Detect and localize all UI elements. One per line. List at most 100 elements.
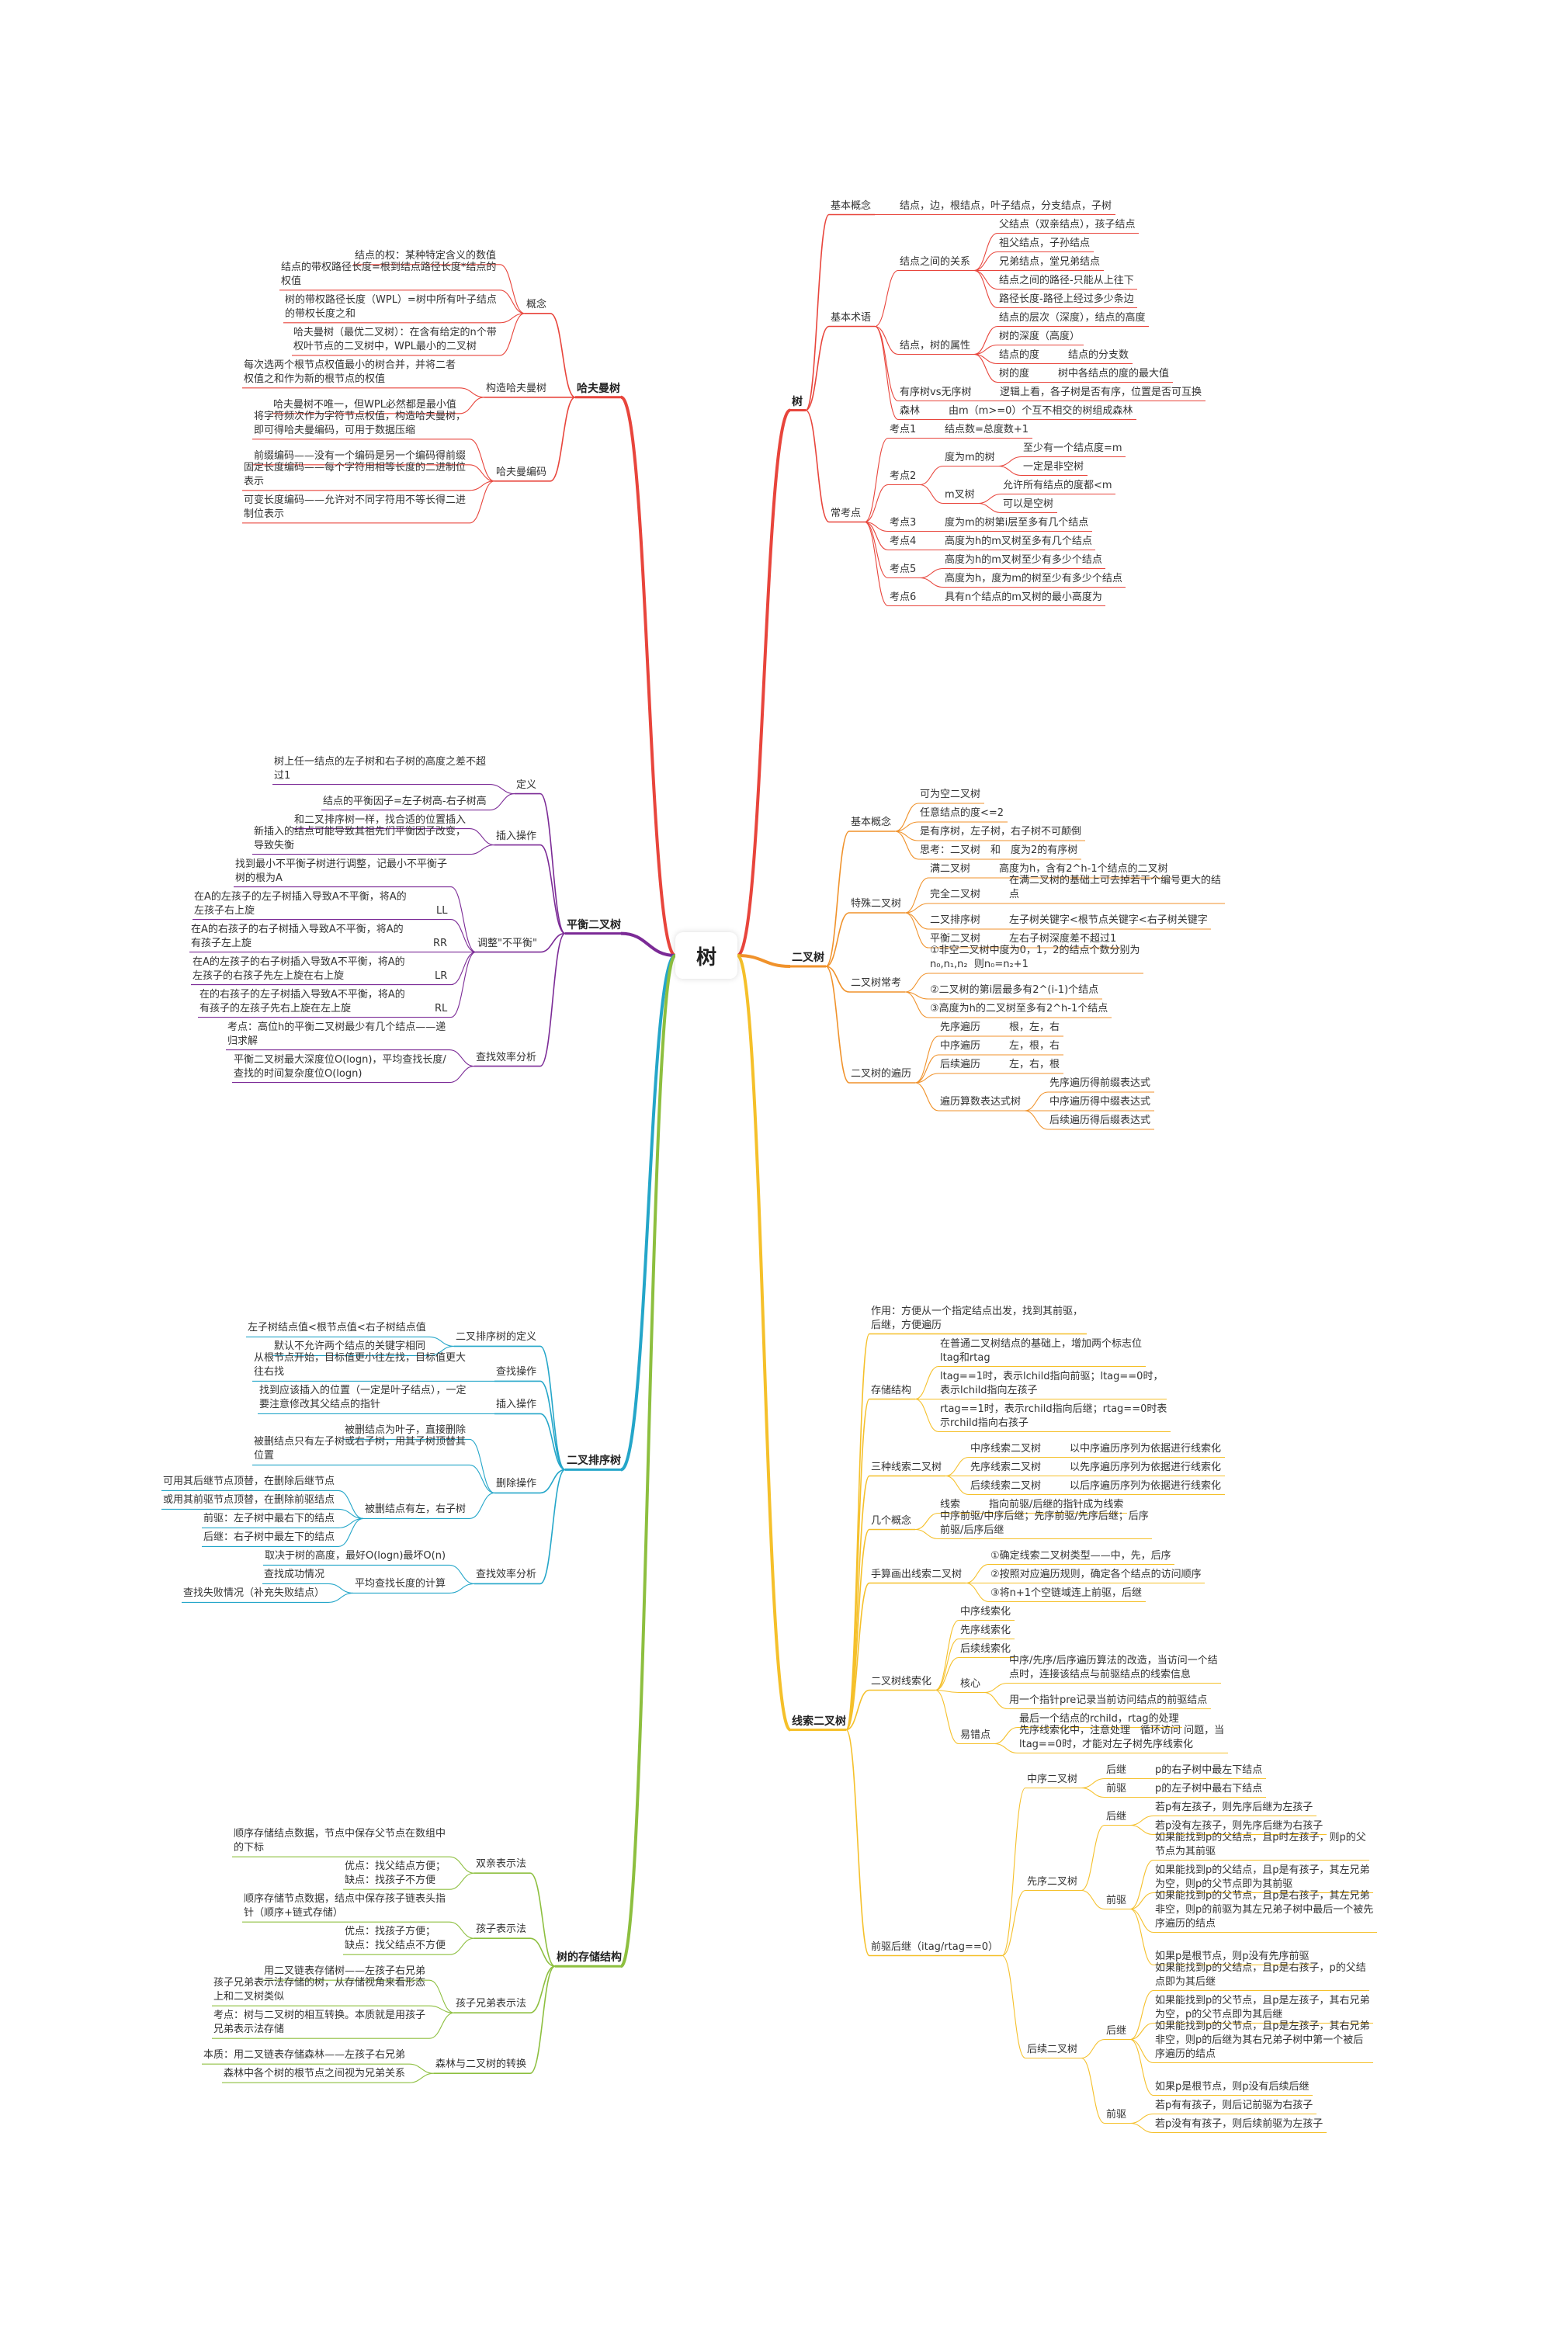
mindmap-node[interactable]: 优点：找父结点方便； 缺点：找孩子不方便 — [345, 1861, 446, 1887]
mindmap-node[interactable]: 指向前驱/后继的指针成为线索 — [989, 1498, 1124, 1510]
mindmap-node[interactable]: 可变长度编码——允许对不同字符用不等长得二进 制位表示 — [244, 494, 467, 520]
mindmap-node[interactable]: 考点2 — [890, 470, 917, 482]
mindmap-node[interactable]: 二叉树线索化 — [871, 1675, 932, 1687]
mindmap-node[interactable]: 和二叉排序树一样，找合适的位置插入 — [294, 813, 467, 826]
mindmap-node[interactable]: 可为空二叉树 — [920, 789, 981, 800]
mindmap-node[interactable]: 如果能找到p的父结点，且p时左孩子，则p的父 节点为其前驱 — [1155, 1831, 1366, 1857]
mindmap-node[interactable]: 可用其后继节点顶替，在删除后继节点 — [163, 1476, 335, 1488]
mindmap-node[interactable]: 孩子兄弟表示法存储的树，从存储视角来看形态 上和二叉树类似 — [213, 1977, 426, 2003]
mindmap-node[interactable]: 后续遍历 — [940, 1059, 981, 1070]
mindmap-node[interactable]: 如果能找到p的父结点，且p是有孩子，其左兄弟 为空，则p的父节点即为其前驱 — [1155, 1864, 1370, 1890]
mindmap-node[interactable]: 森林与二叉树的转换 — [435, 2058, 527, 2071]
mindmap-node[interactable]: 找到最小不平衡子树进行调整，记最小不平衡子 树的根为A — [235, 858, 448, 884]
mindmap-node[interactable]: 基本概念 — [851, 817, 892, 828]
mindmap-node[interactable]: 后继 — [1106, 2024, 1127, 2037]
mindmap-node[interactable]: 结点的平衡因子=左子树高-右子树高 — [323, 795, 487, 807]
mindmap-node[interactable]: 在A的左孩子的左子树插入导致A不平衡，将A的 左孩子右上旋 — [194, 890, 407, 917]
mindmap-node[interactable]: 若p有有孩子，则后记前驱为右孩子 — [1155, 2099, 1313, 2111]
mindmap-node[interactable]: RL — [435, 1002, 448, 1014]
mindmap-node[interactable]: 结点的分支数 — [1068, 349, 1129, 361]
mindmap-node[interactable]: 高度为h的m叉树至少有多少个结点 — [945, 553, 1102, 566]
mindmap-node[interactable]: 用一个指针pre记录当前访问结点的前驱结点 — [1009, 1694, 1208, 1706]
mindmap-node[interactable]: 祖父结点，子孙结点 — [999, 237, 1091, 249]
mindmap-node[interactable]: 基本术语 — [831, 311, 872, 324]
mindmap-node[interactable]: 考点1 — [890, 423, 917, 435]
mindmap-node[interactable]: 概念 — [526, 298, 547, 310]
mindmap-node[interactable]: 考点4 — [890, 535, 917, 547]
branch-node[interactable]: 二叉排序树 — [567, 1455, 621, 1468]
mindmap-node[interactable]: 新插入的结点可能导致其祖先们平衡因子改变， 导致失衡 — [254, 825, 467, 851]
mindmap-node[interactable]: 几个概念 — [871, 1514, 912, 1527]
mindmap-node[interactable]: 后续线索二叉树 — [970, 1479, 1042, 1492]
mindmap-node[interactable]: 逻辑上看，各子树是否有序，位置是否可互换 — [1000, 386, 1202, 398]
mindmap-node[interactable]: LL — [436, 904, 448, 917]
mindmap-node[interactable]: 结点的层次（深度），结点的高度 — [999, 311, 1146, 324]
mindmap-node[interactable]: 考点3 — [890, 516, 917, 529]
mindmap-node[interactable]: 高度为h，度为m的树至少有多少个结点 — [945, 572, 1122, 584]
mindmap-node[interactable]: 后续线索化 — [960, 1642, 1011, 1655]
mindmap-node[interactable]: 森林 — [900, 404, 921, 417]
mindmap-node[interactable]: 孩子兄弟表示法 — [456, 1998, 527, 2010]
mindmap-node[interactable]: 存储结构 — [871, 1384, 912, 1396]
mindmap-node[interactable]: 一定是非空树 — [1023, 460, 1084, 473]
mindmap-node[interactable]: 被删结点为叶子，直接删除 — [345, 1424, 467, 1437]
mindmap-node[interactable]: 左子树关键字<根节点关键字<右子树关键字 — [1009, 914, 1208, 926]
mindmap-node[interactable]: 可以是空树 — [1003, 498, 1054, 510]
mindmap-node[interactable]: 具有n个结点的m叉树的最小高度为 — [945, 591, 1102, 603]
mindmap-node[interactable]: RR — [433, 937, 448, 949]
mindmap-node[interactable]: 如果能找到p的父节点，且p是左孩子，其右兄弟 为空，p的父节点即为其后继 — [1155, 1994, 1370, 2020]
mindmap-node[interactable]: 中序/先序/后序遍历算法的改造，当访问一个结 点时，连接该结点与前驱结点的线索信… — [1009, 1654, 1218, 1680]
mindmap-node[interactable]: 或用其前驱节点顶替，在删除前驱结点 — [163, 1494, 335, 1507]
mindmap-node[interactable]: 若p有左孩子，则先序后继为左孩子 — [1155, 1801, 1313, 1813]
mindmap-node[interactable]: 如果能找到p的父节点，且p是右孩子，其左兄弟 非空，则p的前驱为其左兄弟子树中最… — [1155, 1889, 1374, 1930]
mindmap-node[interactable]: 被删结点只有左子树或右子树，用其子树顶替其 位置 — [254, 1436, 467, 1462]
mindmap-node[interactable]: 插入操作 — [496, 830, 537, 842]
mindmap-node[interactable]: 结点的带权路径长度=根到结点路径长度*结点的 权值 — [281, 261, 497, 287]
mindmap-node[interactable]: 以中序遍历序列为依据进行线索化 — [1070, 1442, 1222, 1455]
mindmap-node[interactable]: 中序遍历 — [940, 1040, 981, 1052]
mindmap-node[interactable]: 被删结点有左，右子树 — [365, 1503, 467, 1516]
mindmap-node[interactable]: 查找效率分析 — [476, 1569, 537, 1581]
branch-node[interactable]: 二叉树 — [792, 952, 824, 964]
mindmap-node[interactable]: 树的度 — [999, 367, 1030, 380]
mindmap-node[interactable]: 结点的权：某种特定含义的数值 — [355, 249, 497, 262]
mindmap-node[interactable]: 中序线索二叉树 — [970, 1442, 1042, 1455]
mindmap-node[interactable]: 平衡二叉树最大深度位O(logn)，平均查找长度/ 查找的时间复杂度位O(log… — [234, 1053, 446, 1080]
mindmap-node[interactable]: 在的右孩子的左子树插入导致A不平衡，将A的 有孩子的左孩子先右上旋在左上旋 — [199, 988, 405, 1014]
mindmap-node[interactable]: 任意结点的度<=2 — [920, 807, 1004, 819]
mindmap-node[interactable]: rtag==1时，表示rchild指向后继；rtag==0时表 示rchild指… — [940, 1403, 1167, 1429]
mindmap-node[interactable]: 如果能找到p的父结点，且p是右孩子，p的父结 点即为其后继 — [1155, 1961, 1366, 1988]
mindmap-node[interactable]: 优点：找孩子方便； 缺点：找父结点不方便 — [345, 1926, 446, 1952]
mindmap-node[interactable]: 哈夫曼编码 — [496, 466, 547, 478]
mindmap-node[interactable]: 父结点（双亲结点），孩子结点 — [999, 218, 1136, 231]
branch-node[interactable]: 树的存储结构 — [557, 1951, 622, 1965]
mindmap-node[interactable]: ③高度为h的二叉树至多有2^h-1个结点 — [930, 1003, 1108, 1014]
mindmap-node[interactable]: 特殊二叉树 — [851, 898, 902, 910]
mindmap-node[interactable]: 中序线索化 — [960, 1605, 1011, 1618]
mindmap-node[interactable]: 考点6 — [890, 591, 917, 603]
mindmap-node[interactable]: ltag==1时，表示lchild指向前驱；ltag==0时， 表示lchild… — [940, 1370, 1164, 1396]
mindmap-node[interactable]: 若p没有左孩子，则先序后继为右孩子 — [1155, 1819, 1323, 1832]
mindmap-node[interactable]: 是有序树，左子树，右子树不可颠倒 — [920, 826, 1082, 838]
mindmap-node[interactable]: 删除操作 — [496, 1478, 537, 1490]
mindmap-node[interactable]: 将字符频次作为字符节点权值，构造哈夫曼树， 即可得哈夫曼编码，可用于数据压缩 — [254, 410, 467, 436]
mindmap-node[interactable]: 手算画出线索二叉树 — [871, 1568, 963, 1580]
mindmap-node[interactable]: p的左子树中最右下结点 — [1155, 1782, 1263, 1795]
mindmap-node[interactable]: 在满二叉树的基础上可去掉若干个编号更大的结 点 — [1009, 875, 1222, 900]
mindmap-node[interactable]: p的右子树中最左下结点 — [1155, 1764, 1263, 1776]
mindmap-node[interactable]: 从根节点开始，目标值更小往左找，目标值更大 往右找 — [254, 1352, 467, 1379]
mindmap-node[interactable]: 在A的右孩子的右子树插入导致A不平衡，将A的 有孩子左上旋 — [191, 923, 404, 949]
mindmap-node[interactable]: 由m（m>=0）个互不相交的树组成森林 — [949, 404, 1133, 417]
mindmap-node[interactable]: 最后一个结点的rchild，rtag的处理 — [1019, 1712, 1179, 1725]
mindmap-node[interactable]: 前驱 — [1106, 1894, 1127, 1906]
mindmap-node[interactable]: 先序遍历 — [940, 1021, 981, 1033]
mindmap-node[interactable]: 如果p是根节点，则p没有先序前驱 — [1155, 1950, 1310, 1962]
mindmap-node[interactable]: 路径长度-路径上经过多少条边 — [999, 293, 1134, 305]
mindmap-node[interactable]: 允许所有结点的度都<m — [1003, 479, 1112, 491]
mindmap-node[interactable]: LR — [435, 969, 448, 982]
mindmap-node[interactable]: 顺序存储节点数据，结点中保存孩子链表头指 针（顺序+链式存储） — [244, 1893, 446, 1920]
mindmap-node[interactable]: 结点，树的属性 — [900, 339, 971, 352]
mindmap-node[interactable]: 结点的度 — [999, 349, 1040, 361]
mindmap-node[interactable]: 基本概念 — [831, 199, 872, 212]
mindmap-node[interactable]: 左，根，右 — [1009, 1040, 1060, 1052]
